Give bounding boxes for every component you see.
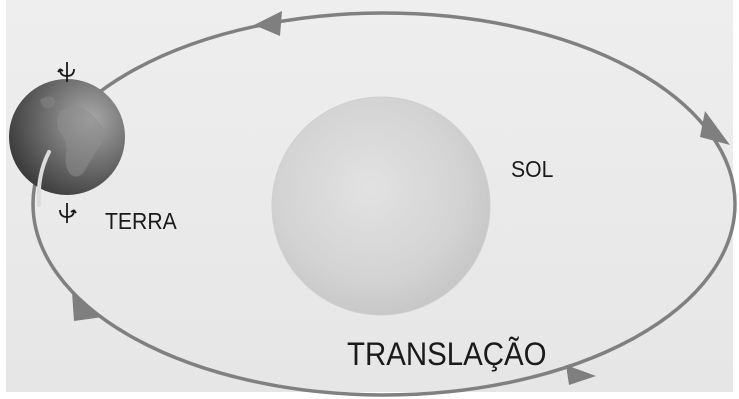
rotation-arrow-icon <box>57 62 75 82</box>
earth <box>9 79 125 195</box>
earth-label: TERRA <box>105 208 177 234</box>
orbit-direction-arrow-icon <box>72 292 103 321</box>
orbit-direction-arrow-icon <box>700 111 730 145</box>
rotation-arrow-icon <box>59 203 77 223</box>
earth-axis-arc <box>36 150 51 207</box>
orbit-path <box>31 11 737 397</box>
motion-label: TRANSLAÇÃO <box>347 336 547 372</box>
sun-label: SOL <box>511 156 554 182</box>
sun <box>271 96 491 316</box>
orbit-direction-arrow-icon <box>254 11 282 36</box>
earth-continent-shape <box>57 106 105 177</box>
orbit-direction-arrow-icon <box>566 365 596 385</box>
